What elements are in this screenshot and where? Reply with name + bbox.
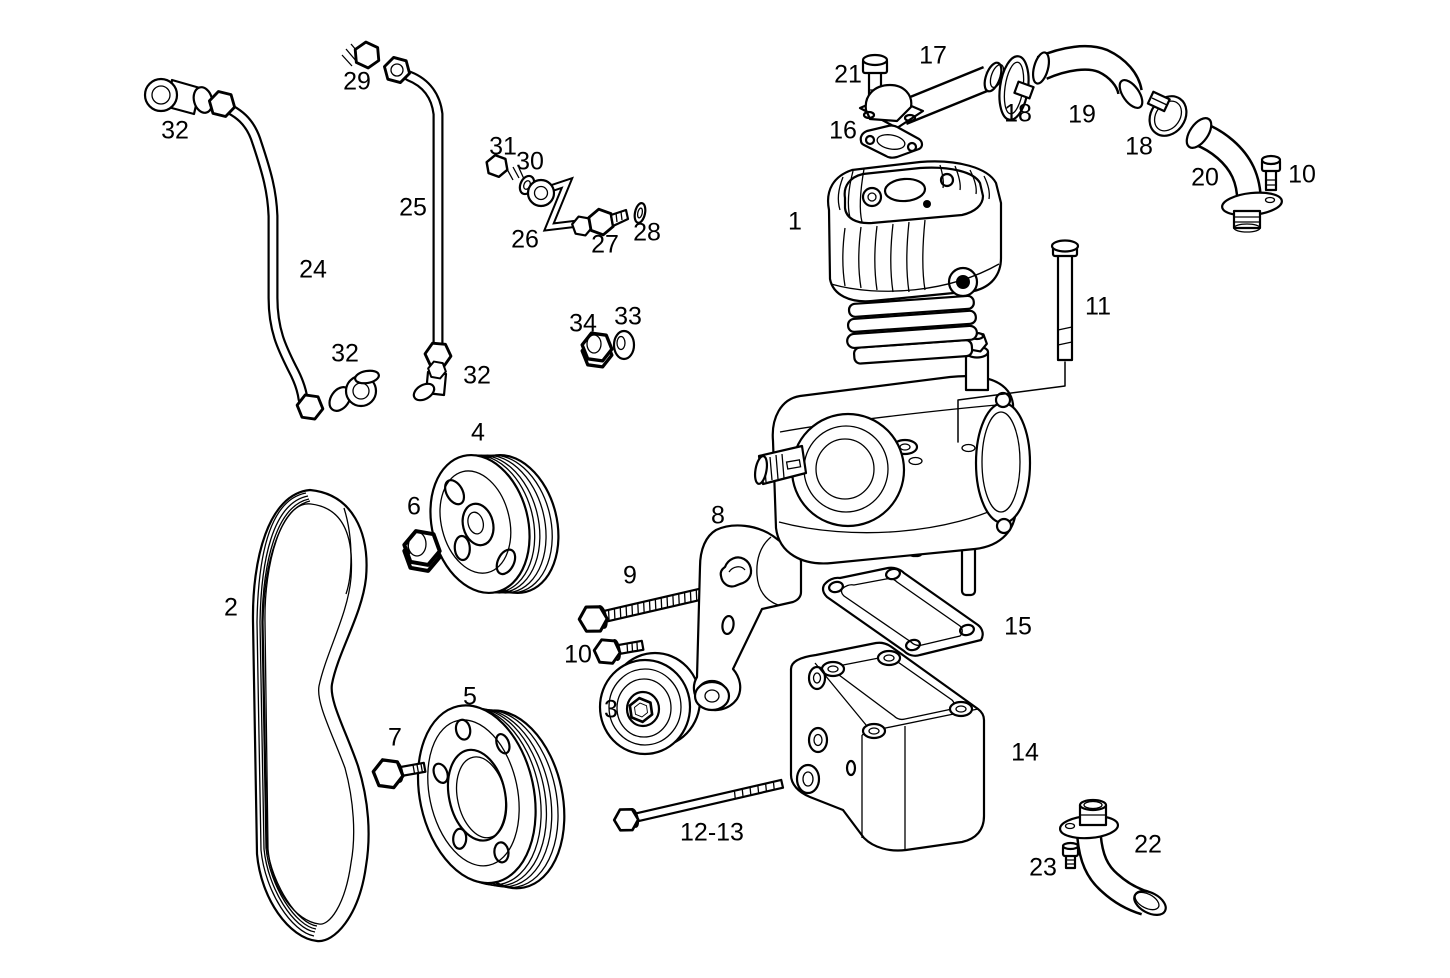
part-label-15: 15 [1004, 612, 1032, 641]
part-label-20: 20 [1191, 163, 1219, 192]
part-label-23: 23 [1029, 853, 1057, 882]
part-label-31: 31 [489, 132, 517, 161]
gasket-16-drawing [859, 124, 924, 159]
part-label-8: 8 [711, 501, 725, 530]
pulley-4-drawing [429, 453, 560, 595]
part-label-1: 1 [788, 207, 802, 236]
part-label-21: 21 [834, 60, 862, 89]
banjo-pipe-26-drawing [482, 152, 647, 239]
hose-clamp-18-first-drawing [998, 55, 1035, 121]
part-label-19: 19 [1068, 100, 1096, 129]
part-label-7: 7 [388, 723, 402, 752]
part-label-22: 22 [1134, 830, 1162, 859]
elbow-fitting-32-left-drawing [328, 369, 380, 412]
bracket-14-drawing [789, 641, 986, 852]
hose-19-drawing [1031, 44, 1144, 109]
part-label-12-13: 12-13 [680, 818, 744, 847]
part-label-28: 28 [633, 218, 661, 247]
part-label-10: 10 [564, 640, 592, 669]
part-label-2: 2 [224, 593, 238, 622]
hose-clamp-18-second-drawing [1146, 90, 1188, 137]
part-label-16: 16 [829, 116, 857, 145]
bolt-12-13-drawing [612, 778, 785, 832]
part-label-14: 14 [1011, 738, 1039, 767]
part-label-27: 27 [591, 230, 619, 259]
pipe-25-drawing [341, 37, 454, 369]
part-label-18: 18 [1004, 99, 1032, 128]
part-label-33: 33 [614, 302, 642, 331]
part-label-11: 11 [1085, 292, 1111, 321]
bolt-10-right-drawing [1260, 154, 1282, 192]
bolt-7-drawing [369, 757, 427, 791]
pulley-5-drawing [416, 704, 566, 890]
drive-belt-drawing [251, 488, 370, 943]
bolt-21-drawing [861, 53, 889, 106]
compressor-1-drawing [753, 160, 1032, 597]
nut-6-drawing [399, 527, 445, 575]
part-label-30: 30 [516, 147, 544, 176]
elbow-22-drawing [1058, 798, 1167, 917]
idler-pulley-3-drawing [598, 651, 702, 756]
part-label-3: 3 [604, 695, 618, 724]
part-label-17: 17 [919, 41, 947, 70]
part-label-5: 5 [463, 682, 477, 711]
part-label-4: 4 [471, 418, 485, 447]
washer-33-drawing [612, 329, 636, 361]
part-label-32: 32 [331, 339, 359, 368]
nut-34-drawing [578, 330, 616, 370]
bolt-23-drawing [1061, 841, 1080, 870]
part-label-24: 24 [299, 255, 327, 284]
pipe-20-drawing [1185, 117, 1283, 233]
bolt-10-left-drawing [591, 637, 645, 666]
part-label-18: 18 [1125, 132, 1153, 161]
part-label-9: 9 [623, 561, 637, 590]
part-label-10: 10 [1288, 160, 1316, 189]
pipe-24-drawing [143, 77, 326, 422]
bolt-11-drawing [957, 239, 1080, 443]
part-label-6: 6 [407, 492, 421, 521]
elbow-pipe-17-drawing [858, 61, 1005, 130]
part-label-29: 29 [343, 67, 371, 96]
part-label-32: 32 [463, 361, 491, 390]
part-label-25: 25 [399, 193, 427, 222]
elbow-fitting-32-right-drawing [412, 359, 449, 402]
part-label-26: 26 [511, 225, 539, 254]
gasket-15-drawing [821, 566, 984, 657]
tensioner-arm-8-drawing [692, 524, 803, 712]
part-label-34: 34 [569, 309, 597, 338]
part-label-32: 32 [161, 116, 189, 145]
